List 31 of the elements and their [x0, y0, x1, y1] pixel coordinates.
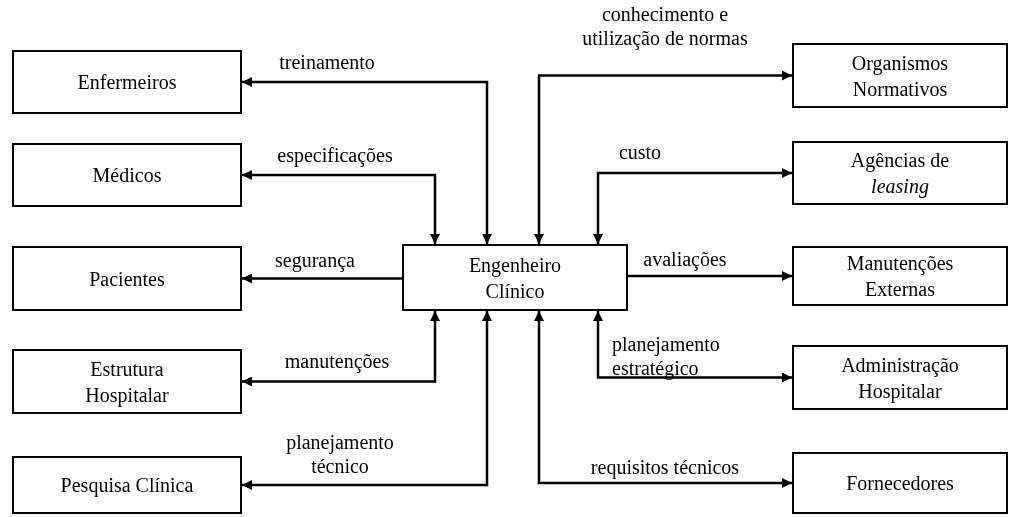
entity-box: Organismos Normativos [792, 43, 1008, 108]
edge-label: planejamento estratégico [612, 333, 720, 379]
entity-box: Médicos [12, 143, 242, 207]
entity-box: Pesquisa Clínica [12, 456, 242, 514]
arrow [242, 311, 440, 387]
edge-label: custo [618, 141, 662, 163]
edge-label: planejamento técnico [286, 431, 394, 477]
arrow [242, 273, 402, 284]
arrow [593, 168, 792, 244]
edge-label: conhecimento e utilização de normas [582, 3, 748, 49]
entity-box: Estrutura Hospitalar [12, 349, 242, 414]
arrow [242, 170, 440, 244]
entity-box: Pacientes [12, 246, 242, 311]
arrow [534, 70, 792, 244]
entity-box: Enfermeiros [12, 50, 242, 114]
entity-box: Manutenções Externas [792, 246, 1008, 306]
arrow [242, 77, 492, 244]
edge-label: especificações [277, 144, 393, 166]
edge-label: segurança [275, 249, 355, 271]
entity-box: Administração Hospitalar [792, 345, 1008, 410]
arrow [628, 271, 792, 281]
edge-label: manutenções [284, 350, 390, 372]
entity-box: Engenheiro Clínico [402, 244, 628, 311]
edge-label: requisitos técnicos [590, 456, 740, 478]
arrow [593, 311, 792, 383]
arrow [534, 311, 792, 488]
entity-box: Agências de leasing [792, 141, 1008, 205]
arrow [242, 311, 492, 490]
edge-label: avaliações [643, 248, 727, 270]
entity-box: Fornecedores [792, 452, 1008, 514]
edge-label: treinamento [279, 51, 375, 73]
